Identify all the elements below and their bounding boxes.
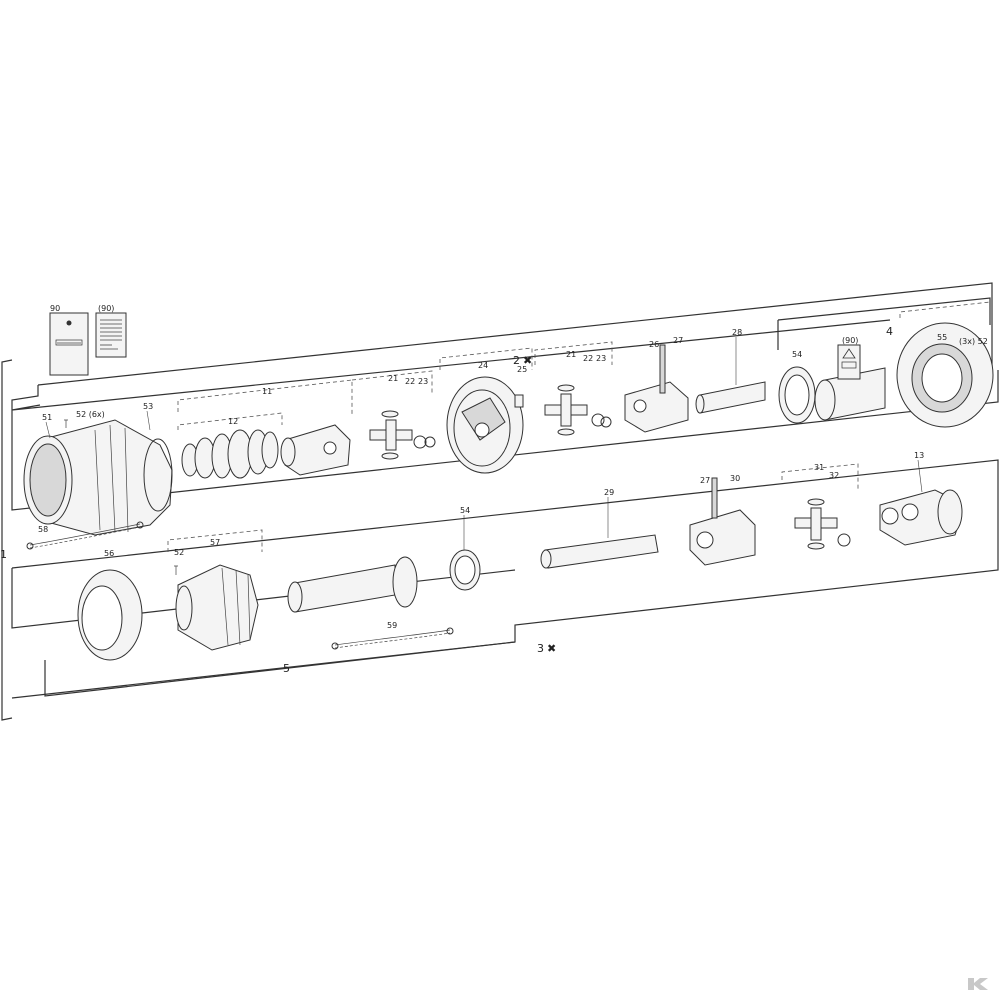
label-30: 30 [730,474,740,483]
frame-assembly-4 [777,297,991,350]
label-32: 32 [829,471,839,480]
label-assembly-1: 1 [0,548,7,561]
guard-tube-lower-part [287,556,418,613]
clamp-ring-part [778,366,816,424]
grease-nipple-part [514,394,524,408]
label-51: 51 [42,413,52,422]
label-12: 12 [228,417,238,426]
subgroup-brackets [167,301,991,552]
outer-tube-part [540,534,659,569]
outer-yoke-part [689,477,756,566]
label-56: 56 [104,549,114,558]
label-52: 52 [174,548,184,557]
label-55: 55 [937,333,947,342]
cross-joint-2-part [544,384,612,436]
label-29: 29 [604,488,614,497]
safety-chain-lower-part [331,627,454,650]
flange-part [446,376,524,474]
guard-cone-part [23,419,173,536]
label-31: 31 [814,463,824,472]
label-assembly-4: 4 [886,325,893,338]
clamp-ring-lower-part [449,549,481,591]
svg-text:✖: ✖ [523,354,532,367]
warning-label-icon [837,344,861,380]
shield-cone-part [896,322,994,428]
label-13: 13 [914,451,924,460]
label-21a: 21 [388,374,398,383]
label-22b: 22 [583,354,593,363]
frame-assembly-1 [1,359,13,721]
safety-chain-part [26,521,144,550]
assembly-frames [1,282,999,721]
sticker-sheet-icon [95,312,127,358]
guard-tube-part [814,367,886,421]
label-assembly-3: 3 [537,642,544,655]
label-90-optional: (90) [98,304,114,313]
brand-logo-icon [968,978,988,990]
label-assembly-2: 2 [513,354,520,367]
label-27b: 27 [700,476,710,485]
yoke-part [280,424,351,476]
label-53: 53 [143,402,153,411]
label-26: 26 [649,340,659,349]
cross-joint-part [369,410,436,460]
label-28: 28 [732,328,742,337]
label-21b: 21 [566,350,576,359]
bellows-cone-part [175,564,259,651]
label-54a: 54 [792,350,802,359]
label-90-warning: (90) [842,336,858,345]
label-52-6x: 52 (6x) [76,410,105,419]
label-54b: 54 [460,506,470,515]
cross-joint-3-part [794,498,851,550]
label-52-3x: (3x) 52 [959,337,988,346]
label-58: 58 [38,525,48,534]
frame-assembly-5 [44,641,516,697]
bearing-rings-part [181,429,279,479]
label-assembly-5: 5 [283,662,290,675]
label-57: 57 [210,538,220,547]
label-90: 90 [50,304,60,313]
label-23b: 23 [596,354,606,363]
inner-yoke-part [624,344,689,433]
label-23a: 23 [418,377,428,386]
manual-booklet-icon [49,312,89,376]
svg-text:✖: ✖ [547,642,556,655]
label-27a: 27 [673,336,683,345]
label-59: 59 [387,621,397,630]
label-24: 24 [478,361,488,370]
label-22a: 22 [405,377,415,386]
label-11: 11 [262,387,272,396]
cone-ring-part [77,569,143,661]
end-yoke-part [879,489,963,546]
label-25: 25 [517,365,527,374]
inner-tube-part [695,381,766,414]
